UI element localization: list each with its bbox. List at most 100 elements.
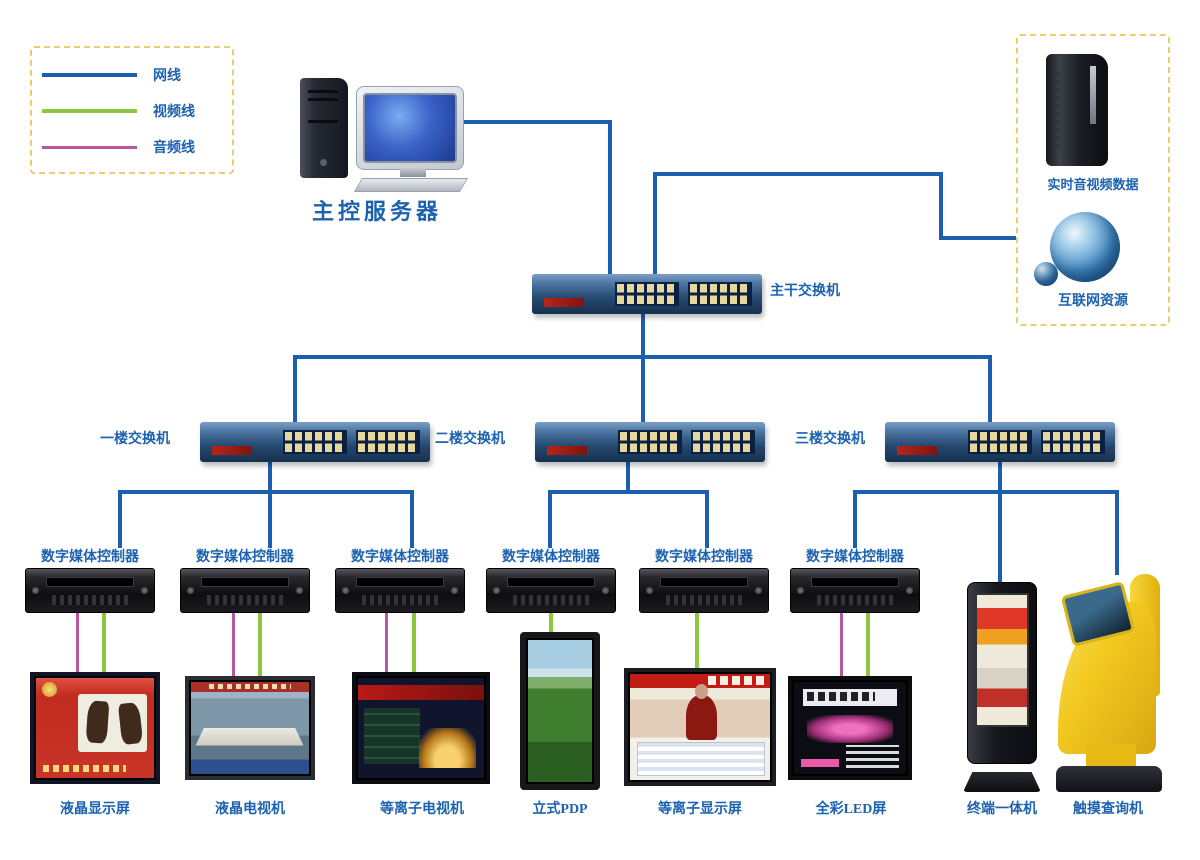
network-line bbox=[853, 490, 857, 548]
media-controller-4 bbox=[486, 568, 616, 613]
backbone-switch bbox=[532, 274, 762, 314]
video-line bbox=[549, 613, 553, 632]
legend-item-network: 网线 bbox=[42, 66, 181, 84]
terminal-kiosk-body bbox=[967, 582, 1037, 764]
internet-globe-icon bbox=[1050, 212, 1120, 282]
network-line bbox=[939, 172, 943, 240]
network-line bbox=[548, 490, 552, 548]
controller-label: 数字媒体控制器 bbox=[502, 550, 600, 565]
network-line bbox=[705, 490, 709, 548]
switch-badge bbox=[897, 446, 937, 455]
realtime-data-label: 实时音视频数据 bbox=[1047, 177, 1139, 192]
monitor-stand bbox=[400, 168, 426, 177]
floor3-switch bbox=[885, 422, 1115, 462]
legend-item-audio: 音频线 bbox=[42, 138, 195, 156]
legend-label: 网线 bbox=[153, 69, 181, 84]
switch-badge bbox=[212, 446, 252, 455]
network-line bbox=[626, 462, 630, 494]
network-line bbox=[455, 120, 612, 124]
vertical-pdp bbox=[520, 632, 600, 790]
audio-line bbox=[385, 613, 388, 672]
media-controller-6 bbox=[790, 568, 920, 613]
media-controller-2 bbox=[180, 568, 310, 613]
video-line bbox=[258, 613, 262, 676]
network-line bbox=[653, 172, 657, 276]
legend-label: 视频线 bbox=[153, 105, 195, 120]
plasma-display-screen bbox=[630, 674, 770, 780]
switch-ports bbox=[615, 282, 752, 306]
network-line bbox=[641, 314, 645, 359]
network-line bbox=[641, 355, 645, 422]
video-line bbox=[102, 613, 106, 672]
led-screen bbox=[788, 676, 912, 780]
touch-kiosk-label: 触摸查询机 bbox=[1073, 802, 1143, 817]
controller-label: 数字媒体控制器 bbox=[655, 550, 753, 565]
floor1-switch bbox=[200, 422, 430, 462]
switch-ports bbox=[283, 430, 420, 454]
network-line bbox=[548, 490, 709, 494]
controller-label: 数字媒体控制器 bbox=[806, 550, 904, 565]
terminal-kiosk-base bbox=[963, 772, 1041, 792]
switch-ports bbox=[618, 430, 755, 454]
main-server-computer bbox=[300, 78, 470, 194]
network-line bbox=[939, 236, 1017, 240]
main-server-label: 主控服务器 bbox=[312, 199, 443, 224]
plasma-display-label: 等离子显示屏 bbox=[658, 802, 742, 817]
terminal-label: 终端一体机 bbox=[967, 802, 1037, 817]
lcd-tv-label: 液晶电视机 bbox=[215, 802, 285, 817]
vertical-pdp-screen bbox=[528, 640, 592, 782]
computer-monitor bbox=[356, 86, 464, 170]
controller-label: 数字媒体控制器 bbox=[196, 550, 294, 565]
internet-globe-small-icon bbox=[1034, 262, 1058, 286]
network-line bbox=[853, 490, 1119, 494]
lcd-display-label: 液晶显示屏 bbox=[60, 802, 130, 817]
terminal-kiosk bbox=[963, 582, 1041, 792]
touch-kiosk-base bbox=[1056, 766, 1162, 792]
switch-badge bbox=[544, 298, 584, 307]
floor1-switch-label: 一楼交换机 bbox=[100, 432, 170, 447]
keyboard bbox=[353, 178, 469, 192]
network-line bbox=[998, 490, 1002, 582]
legend-label: 音频线 bbox=[153, 141, 195, 156]
plasma-tv-label: 等离子电视机 bbox=[380, 802, 464, 817]
touch-query-kiosk bbox=[1054, 572, 1166, 792]
network-line bbox=[410, 490, 414, 548]
video-line-sample bbox=[42, 109, 137, 113]
video-line bbox=[866, 613, 870, 676]
internet-resources-label: 互联网资源 bbox=[1058, 294, 1128, 309]
terminal-kiosk-screen bbox=[975, 593, 1029, 727]
audio-line bbox=[232, 613, 235, 676]
controller-label: 数字媒体控制器 bbox=[351, 550, 449, 565]
network-line bbox=[268, 462, 272, 548]
network-line-sample bbox=[42, 73, 137, 77]
switch-badge bbox=[547, 446, 587, 455]
network-line bbox=[988, 355, 992, 422]
lcd-tv-screen bbox=[191, 682, 309, 774]
network-line bbox=[118, 490, 122, 548]
led-screen-label: 全彩LED屏 bbox=[815, 802, 887, 817]
lcd-display bbox=[30, 672, 160, 784]
media-controller-1 bbox=[25, 568, 155, 613]
video-line bbox=[412, 613, 416, 672]
audio-line bbox=[840, 613, 843, 676]
switch-ports bbox=[968, 430, 1105, 454]
plasma-display bbox=[624, 668, 776, 786]
computer-tower bbox=[300, 78, 348, 178]
lcd-display-screen bbox=[36, 678, 154, 778]
network-line bbox=[608, 120, 612, 276]
backbone-switch-label: 主干交换机 bbox=[770, 284, 840, 299]
network-line bbox=[998, 462, 1002, 494]
network-line bbox=[293, 355, 297, 422]
floor2-switch-label: 二楼交换机 bbox=[435, 432, 505, 447]
plasma-tv bbox=[352, 672, 490, 784]
legend: 网线 视频线 音频线 bbox=[30, 46, 234, 174]
floor3-switch-label: 三楼交换机 bbox=[795, 432, 865, 447]
vertical-pdp-label: 立式PDP bbox=[532, 802, 588, 817]
network-line bbox=[1115, 490, 1119, 575]
audio-line bbox=[76, 613, 79, 672]
network-line bbox=[118, 490, 414, 494]
media-controller-3 bbox=[335, 568, 465, 613]
lcd-tv bbox=[185, 676, 315, 780]
media-server-tower bbox=[1046, 54, 1108, 166]
